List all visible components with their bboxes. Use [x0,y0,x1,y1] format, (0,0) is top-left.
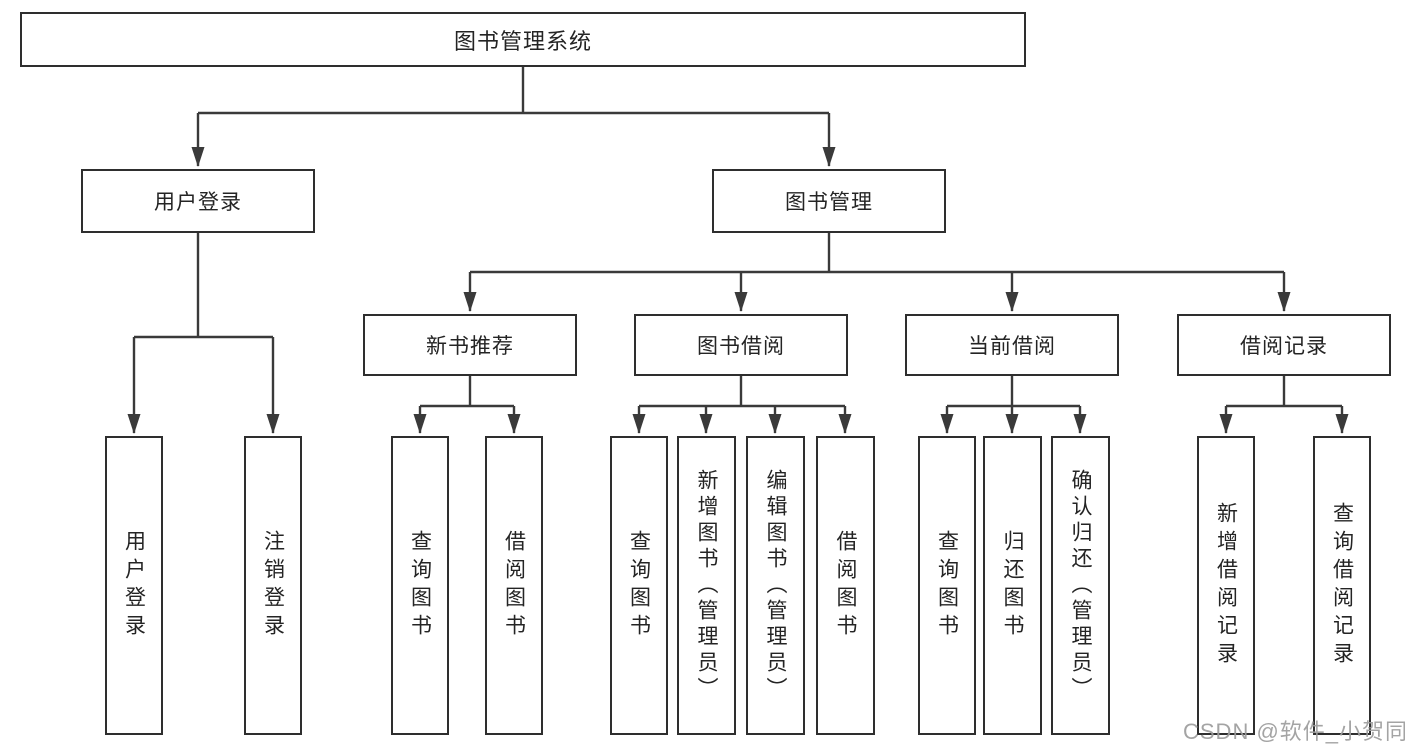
leaf-label: 注销登录 [261,529,285,642]
leaf-label: 查询借阅记录 [1330,501,1354,670]
leaf-label: 查询图书 [627,529,651,642]
leaf-newbook-query-books: 查询图书 [391,436,449,735]
leaf-label: 查询图书 [935,529,959,642]
leaf-label: 新增借阅记录 [1214,501,1238,670]
watermark-text: CSDN @软件_小贺同学 [1183,719,1405,744]
node-user-login: 用户登录 [81,169,315,233]
leaf-current-return-books: 归还图书 [983,436,1042,735]
node-label: 用户登录 [154,191,242,214]
node-label: 借阅记录 [1240,335,1328,358]
leaf-borrow-edit-books-admin: 编辑图书（管理员） [746,436,805,735]
node-label: 当前借阅 [968,335,1056,358]
node-book-management: 图书管理 [712,169,946,233]
leaf-records-add-record: 新增借阅记录 [1197,436,1255,735]
leaf-borrow-borrow-books: 借阅图书 [816,436,875,735]
leaf-label: 用户登录 [122,529,146,642]
node-label: 新书推荐 [426,335,514,358]
leaf-label: 归还图书 [1001,529,1024,642]
leaf-label: 借阅图书 [502,529,526,642]
node-library-system: 图书管理系统 [20,12,1026,67]
node-label: 图书管理系统 [453,28,592,54]
leaf-logout-login: 注销登录 [244,436,302,735]
leaf-label: 查询图书 [408,529,432,642]
leaf-current-confirm-return-admin: 确认归还（管理员） [1051,436,1110,735]
leaf-user-login: 用户登录 [105,436,163,735]
leaf-borrow-add-books-admin: 新增图书（管理员） [677,436,736,735]
leaf-newbook-borrow-books: 借阅图书 [485,436,543,735]
leaf-borrow-query-books: 查询图书 [610,436,668,735]
node-current-borrow: 当前借阅 [905,314,1119,376]
leaf-label: 编辑图书（管理员） [764,468,787,703]
leaf-label: 借阅图书 [834,529,857,642]
node-new-book-recommend: 新书推荐 [363,314,577,376]
node-label: 图书借阅 [697,335,785,358]
leaf-current-query-books: 查询图书 [918,436,976,735]
node-book-borrow: 图书借阅 [634,314,848,376]
node-borrow-records: 借阅记录 [1177,314,1391,376]
leaf-records-query-record: 查询借阅记录 [1313,436,1371,735]
node-label: 图书管理 [785,191,873,214]
leaf-label: 确认归还（管理员） [1069,468,1092,703]
leaf-label: 新增图书（管理员） [695,468,718,703]
